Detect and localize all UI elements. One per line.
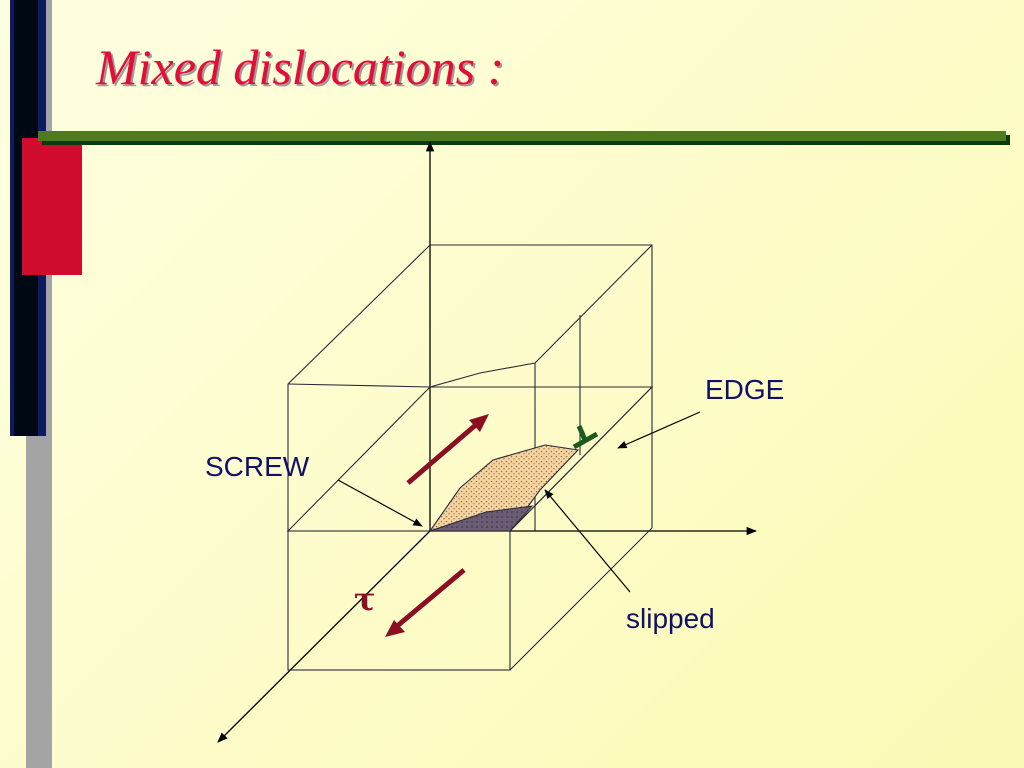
shear-arrow-lower [385,568,466,637]
edge-dislocation-symbol [572,425,599,450]
label-screw: SCREW [205,451,310,482]
axis-diagonal [217,530,431,743]
slipped-region-lower [429,505,534,532]
slide-title: Mixed dislocations : [96,39,505,95]
crystal-block [286,244,654,671]
decor-bar-red [22,138,82,275]
screw-pointer [337,479,423,527]
pointer-lines [337,411,701,593]
shear-arrow-upper [406,414,489,485]
label-slipped: slipped [626,603,715,634]
edge-pointer [617,411,701,449]
slipped-pointer [544,489,631,593]
axes [217,140,758,743]
title-rule [38,131,1006,141]
label-edge: EDGE [705,374,784,405]
label-tau: τ [354,580,376,618]
